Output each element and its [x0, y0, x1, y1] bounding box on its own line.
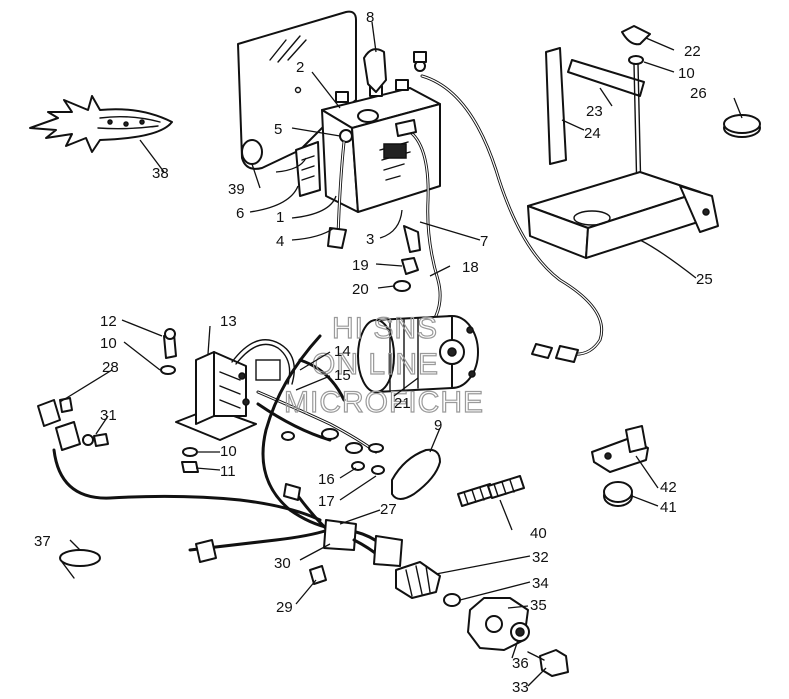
watermark-line-1: HI SNS	[332, 312, 438, 345]
callout-12: 12	[100, 313, 117, 330]
harness-connector	[37, 397, 109, 451]
callout-6: 6	[236, 205, 244, 222]
springs	[457, 475, 525, 507]
negative-cable	[327, 129, 353, 249]
callout-32: 32	[532, 549, 549, 566]
starter-motor	[357, 315, 479, 393]
callout-24: 24	[584, 125, 601, 142]
callout-10-lower: 10	[220, 443, 237, 460]
callout-23: 23	[586, 103, 603, 120]
cable-tie	[59, 549, 101, 579]
watermark-line-2: ON LINE	[312, 348, 439, 381]
callout-13: 13	[220, 313, 237, 330]
callout-7: 7	[480, 233, 488, 250]
callout-4: 4	[276, 233, 284, 250]
solenoid-hardware	[160, 328, 199, 473]
callout-33: 33	[512, 679, 529, 696]
callout-5: 5	[274, 121, 282, 138]
mounting-bracket-42	[591, 425, 649, 507]
callout-31: 31	[100, 407, 117, 424]
callout-36: 36	[512, 655, 529, 672]
callout-16: 16	[318, 471, 335, 488]
flame-decal	[29, 95, 173, 153]
callout-11: 11	[220, 463, 236, 480]
callout-17: 17	[318, 493, 335, 510]
watermark: HI SNS ON LINE MICROFICHE	[283, 311, 484, 419]
callout-9: 9	[434, 417, 442, 434]
callout-41: 41	[660, 499, 677, 516]
callout-27: 27	[380, 501, 397, 518]
callout-2: 2	[296, 59, 304, 76]
callout-20: 20	[352, 281, 369, 298]
terminal-boot	[357, 48, 387, 123]
leader-lines	[59, 21, 743, 687]
callout-1: 1	[276, 209, 284, 226]
callout-22: 22	[684, 43, 701, 60]
connector-pin	[309, 565, 327, 585]
wiring-harness	[52, 334, 403, 567]
callout-39: 39	[228, 181, 245, 198]
callout-29: 29	[276, 599, 293, 616]
battery-tray	[527, 171, 719, 259]
callout-26: 26	[690, 85, 707, 102]
terminal-boot-9	[391, 448, 441, 500]
callout-3: 3	[366, 231, 374, 248]
callout-10-bracket: 10	[678, 65, 695, 82]
callout-18: 18	[462, 259, 479, 276]
callout-14: 14	[334, 343, 351, 360]
callout-15: 15	[334, 367, 351, 384]
solenoid	[175, 339, 295, 441]
positive-cable	[413, 51, 604, 363]
watermark-line-3: MICROFICHE	[284, 386, 484, 419]
cable-clamp-26	[723, 114, 761, 138]
callout-21: 21	[394, 395, 411, 412]
callout-labels: 1 2 3 4 5 6 7 8 9 10 10 10 11 12 13 14 1…	[34, 9, 713, 696]
battery-pad	[295, 141, 321, 197]
callout-8: 8	[366, 9, 374, 26]
callout-25: 25	[696, 271, 713, 288]
starter-nut	[393, 257, 419, 292]
callout-35: 35	[530, 597, 547, 614]
callout-42: 42	[660, 479, 677, 496]
callout-30: 30	[274, 555, 291, 572]
callout-34: 34	[532, 575, 549, 592]
callout-19: 19	[352, 257, 369, 274]
callout-38: 38	[152, 165, 169, 182]
callout-40: 40	[530, 525, 547, 542]
callout-28: 28	[102, 359, 119, 376]
callout-37: 37	[34, 533, 51, 550]
callout-10-upper: 10	[100, 335, 117, 352]
starter-cable	[395, 119, 442, 336]
